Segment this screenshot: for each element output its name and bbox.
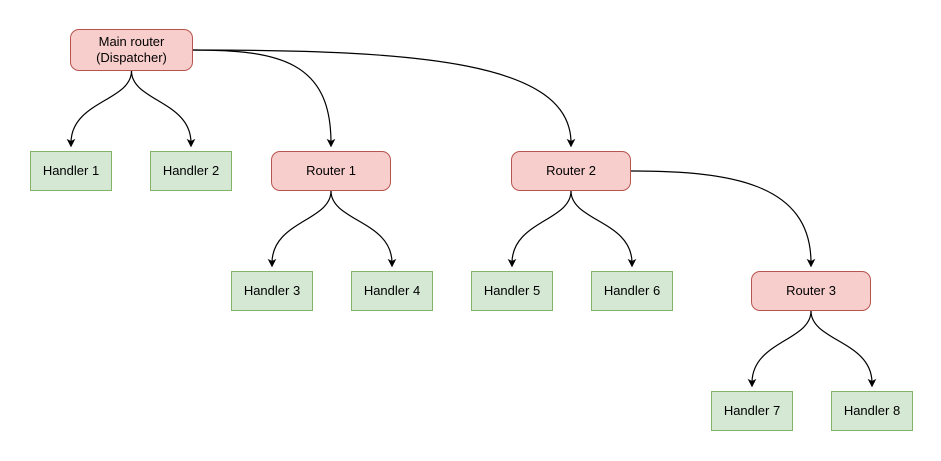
node-handler-7[interactable]: Handler 7 <box>711 391 793 431</box>
node-label: Main router (Dispatcher) <box>96 33 167 65</box>
node-label: Handler 3 <box>243 282 301 298</box>
node-label: Handler 2 <box>162 162 220 178</box>
node-label: Handler 4 <box>363 282 421 298</box>
edge-r1-to-h3 <box>267 190 332 268</box>
node-handler-2[interactable]: Handler 2 <box>150 151 232 191</box>
node-label: Handler 8 <box>843 402 901 418</box>
edge-main-to-r2 <box>192 49 576 148</box>
node-label: Handler 5 <box>483 282 541 298</box>
node-label: Handler 7 <box>723 402 781 418</box>
node-label: Handler 6 <box>603 282 661 298</box>
node-main-router[interactable]: Main router (Dispatcher) <box>70 29 193 71</box>
node-handler-3[interactable]: Handler 3 <box>231 271 313 311</box>
edge-r3-to-h8 <box>810 310 877 388</box>
node-handler-6[interactable]: Handler 6 <box>591 271 673 311</box>
node-router-3[interactable]: Router 3 <box>751 271 871 311</box>
node-router-2[interactable]: Router 2 <box>511 151 631 191</box>
edge-r3-to-h7 <box>747 310 812 388</box>
node-label: Router 3 <box>786 282 836 298</box>
edge-r2-to-r3 <box>630 170 816 268</box>
node-label: Router 1 <box>306 162 356 178</box>
edge-main-to-h1 <box>66 70 133 148</box>
edge-r2-to-h5 <box>507 190 572 268</box>
edge-main-to-r1 <box>192 49 336 148</box>
node-router-1[interactable]: Router 1 <box>271 151 391 191</box>
node-label: Handler 1 <box>42 162 100 178</box>
node-handler-8[interactable]: Handler 8 <box>831 391 913 431</box>
node-handler-1[interactable]: Handler 1 <box>30 151 112 191</box>
node-handler-4[interactable]: Handler 4 <box>351 271 433 311</box>
node-label: Router 2 <box>546 162 596 178</box>
edge-r2-to-h6 <box>570 190 637 268</box>
edge-paths <box>66 49 877 388</box>
node-handler-5[interactable]: Handler 5 <box>471 271 553 311</box>
edge-main-to-h2 <box>130 70 196 148</box>
edge-r1-to-h4 <box>330 190 397 268</box>
